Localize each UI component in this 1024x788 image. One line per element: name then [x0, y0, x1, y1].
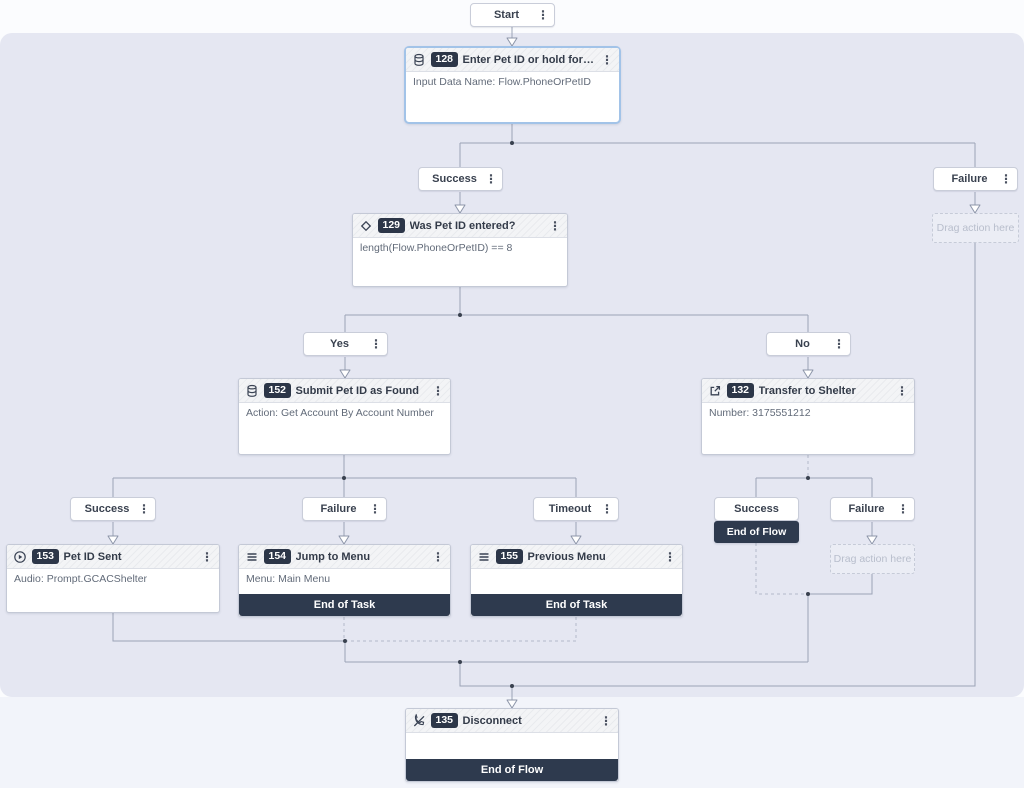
node-id-badge: 132 [727, 383, 754, 398]
branch-chip-failure[interactable]: Failure ⋮ [302, 497, 387, 521]
node-body: Input Data Name: Flow.PhoneOrPetID [413, 76, 592, 88]
chip-label: Timeout [548, 503, 592, 515]
kebab-menu-icon[interactable]: ⋮ [138, 502, 150, 516]
menu-icon [477, 550, 491, 564]
kebab-menu-icon[interactable]: ⋮ [485, 172, 497, 186]
drag-action-placeholder[interactable]: Drag action here [830, 544, 915, 574]
action-node-135-disconnect[interactable]: 135 Disconnect ⋮ End of Flow [405, 708, 619, 782]
node-header: 155 Previous Menu ⋮ [471, 545, 682, 569]
branch-chip-failure[interactable]: Failure ⋮ [830, 497, 915, 521]
node-body [406, 733, 618, 759]
action-node-155-previous-menu[interactable]: 155 Previous Menu ⋮ End of Task [470, 544, 683, 617]
end-of-flow-terminal: End of Flow [406, 759, 618, 781]
play-audio-icon [13, 550, 27, 564]
drag-action-placeholder[interactable]: Drag action here [932, 213, 1019, 243]
node-title: Was Pet ID entered? [409, 219, 516, 232]
kebab-menu-icon[interactable]: ⋮ [369, 502, 381, 516]
node-header: 129 Was Pet ID entered? ⋮ [353, 214, 567, 238]
branch-chip-success[interactable]: Success ⋮ [70, 497, 156, 521]
kebab-menu-icon[interactable]: ⋮ [601, 52, 613, 67]
node-title: Transfer to Shelter [758, 384, 856, 397]
node-header: 132 Transfer to Shelter ⋮ [702, 379, 914, 403]
kebab-menu-icon[interactable]: ⋮ [537, 8, 549, 22]
placeholder-label: Drag action here [833, 553, 912, 565]
kebab-menu-icon[interactable]: ⋮ [664, 549, 676, 564]
kebab-menu-icon[interactable]: ⋮ [601, 502, 613, 516]
node-title: Disconnect [462, 714, 522, 727]
end-of-flow-terminal: End of Flow [714, 521, 799, 543]
kebab-menu-icon[interactable]: ⋮ [201, 549, 213, 564]
node-id-badge: 154 [264, 549, 291, 564]
kebab-menu-icon[interactable]: ⋮ [833, 337, 845, 351]
kebab-menu-icon[interactable]: ⋮ [370, 337, 382, 351]
end-of-task-terminal: End of Task [471, 594, 682, 616]
kebab-menu-icon[interactable]: ⋮ [600, 713, 612, 728]
node-header: 128 Enter Pet ID or hold for repres… ⋮ [406, 48, 619, 72]
node-title: Previous Menu [527, 550, 606, 563]
node-id-badge: 153 [32, 549, 59, 564]
branch-chip-yes[interactable]: Yes ⋮ [303, 332, 388, 356]
chip-label: No [795, 338, 810, 350]
node-id-badge: 128 [431, 52, 458, 67]
node-id-badge: 155 [496, 549, 523, 564]
kebab-menu-icon[interactable]: ⋮ [1000, 172, 1012, 186]
transfer-external-icon [708, 384, 722, 398]
chip-label: Success [734, 503, 779, 515]
kebab-menu-icon[interactable]: ⋮ [897, 502, 909, 516]
action-node-153-play-audio[interactable]: 153 Pet ID Sent ⋮ Audio: Prompt.GCACShel… [6, 544, 220, 613]
end-of-task-terminal: End of Task [239, 594, 450, 616]
start-node[interactable]: Start ⋮ [470, 3, 555, 27]
node-body: length(Flow.PhoneOrPetID) == 8 [360, 242, 513, 254]
menu-icon [245, 550, 259, 564]
action-node-152-data-action[interactable]: 152 Submit Pet ID as Found ⋮ Action: Get… [238, 378, 451, 455]
kebab-menu-icon[interactable]: ⋮ [896, 383, 908, 398]
branch-chip-failure[interactable]: Failure ⋮ [933, 167, 1018, 191]
action-node-154-jump-to-menu[interactable]: 154 Jump to Menu ⋮ Menu: Main Menu End o… [238, 544, 451, 617]
action-node-128-input-data[interactable]: 128 Enter Pet ID or hold for repres… ⋮ I… [404, 46, 621, 124]
branch-chip-success[interactable]: Success ⋮ [418, 167, 503, 191]
action-node-132-transfer[interactable]: 132 Transfer to Shelter ⋮ Number: 317555… [701, 378, 915, 455]
kebab-menu-icon[interactable]: ⋮ [549, 218, 561, 233]
node-title: Submit Pet ID as Found [295, 384, 419, 397]
placeholder-label: Drag action here [936, 222, 1015, 234]
branch-chip-success[interactable]: Success [714, 497, 799, 521]
node-header: 154 Jump to Menu ⋮ [239, 545, 450, 569]
node-body: Audio: Prompt.GCACShelter [14, 573, 148, 585]
node-title: Pet ID Sent [63, 550, 122, 563]
node-id-badge: 135 [431, 713, 458, 728]
chip-label: Failure [320, 503, 357, 515]
data-action-icon [412, 53, 426, 67]
disconnect-phone-slash-icon [412, 713, 426, 728]
chip-label: Success [84, 503, 130, 515]
node-body: Action: Get Account By Account Number [246, 407, 434, 419]
node-id-badge: 129 [378, 218, 405, 233]
node-header: 135 Disconnect ⋮ [406, 709, 618, 733]
node-title: Enter Pet ID or hold for repres… [462, 53, 596, 66]
node-id-badge: 152 [264, 383, 291, 398]
node-body: Menu: Main Menu [246, 573, 331, 585]
kebab-menu-icon[interactable]: ⋮ [432, 383, 444, 398]
node-body [471, 569, 682, 594]
start-label: Start [493, 9, 520, 21]
chip-label: Yes [330, 338, 349, 350]
decision-icon [359, 219, 373, 233]
chip-label: Success [432, 173, 477, 185]
node-body: Number: 3175551212 [709, 407, 811, 419]
node-header: 153 Pet ID Sent ⋮ [7, 545, 219, 569]
data-action-icon [245, 384, 259, 398]
node-title: Jump to Menu [295, 550, 371, 563]
chip-label: Failure [951, 173, 988, 185]
branch-chip-no[interactable]: No ⋮ [766, 332, 851, 356]
kebab-menu-icon[interactable]: ⋮ [432, 549, 444, 564]
node-header: 152 Submit Pet ID as Found ⋮ [239, 379, 450, 403]
chip-label: Failure [848, 503, 885, 515]
decision-node-129[interactable]: 129 Was Pet ID entered? ⋮ length(Flow.Ph… [352, 213, 568, 287]
branch-chip-timeout[interactable]: Timeout ⋮ [533, 497, 619, 521]
